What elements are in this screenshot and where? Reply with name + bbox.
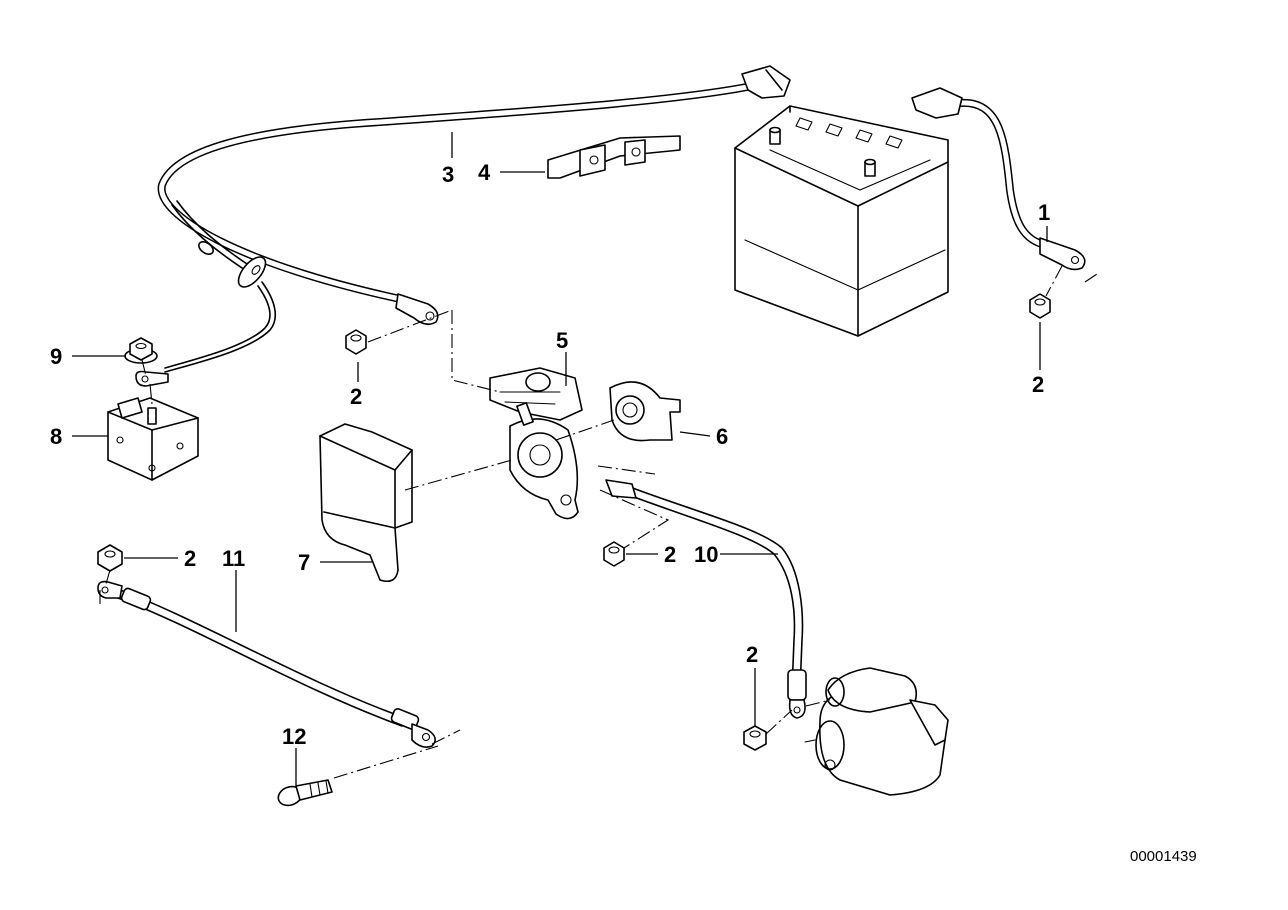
flange-bolt[interactable] xyxy=(276,779,333,809)
battery[interactable] xyxy=(734,105,949,337)
callout-10: 10 xyxy=(694,542,718,567)
distribution-terminal[interactable] xyxy=(489,367,583,520)
flange-nut[interactable] xyxy=(124,337,158,364)
callout-2: 2 xyxy=(184,546,196,571)
starter-cable[interactable] xyxy=(605,479,807,719)
callout-1: 1 xyxy=(1038,200,1050,225)
callout-4: 4 xyxy=(478,160,491,185)
hex-nut-middle[interactable] xyxy=(603,541,625,567)
callout-2: 2 xyxy=(746,642,758,667)
terminal-cover[interactable] xyxy=(319,423,413,583)
callouts: 1 2 2 2 2 2 3 4 5 6 7 8 9 10 11 12 xyxy=(50,160,1050,749)
starter-motor[interactable] xyxy=(804,667,949,796)
terminal-cap[interactable] xyxy=(609,381,681,442)
hex-nut-cable[interactable] xyxy=(345,329,367,355)
hex-nut-starter[interactable] xyxy=(743,725,767,751)
callout-9: 9 xyxy=(50,344,62,369)
hex-nut-left[interactable] xyxy=(97,544,123,572)
ring-terminal-small xyxy=(135,370,169,387)
callout-11: 11 xyxy=(222,546,245,571)
callout-7: 7 xyxy=(298,550,310,575)
callout-2: 2 xyxy=(350,384,362,409)
callout-8: 8 xyxy=(50,424,62,449)
callout-12: 12 xyxy=(282,724,306,749)
leader-lines xyxy=(72,132,1048,786)
diagram-reference-code: 00001439 xyxy=(1130,848,1197,865)
junction-block[interactable] xyxy=(107,397,199,481)
hex-nut-battery[interactable] xyxy=(1029,293,1051,319)
callout-6: 6 xyxy=(716,424,728,449)
cable-clip-bracket[interactable] xyxy=(547,135,681,179)
ground-strap[interactable] xyxy=(97,580,436,748)
battery-negative-cable[interactable] xyxy=(911,87,1086,271)
callout-2: 2 xyxy=(664,542,676,567)
assembly-lines xyxy=(99,265,1101,779)
battery-cable-long[interactable] xyxy=(157,65,791,373)
callout-3: 3 xyxy=(442,162,454,187)
callout-5: 5 xyxy=(556,328,568,353)
callout-2: 2 xyxy=(1032,372,1044,397)
